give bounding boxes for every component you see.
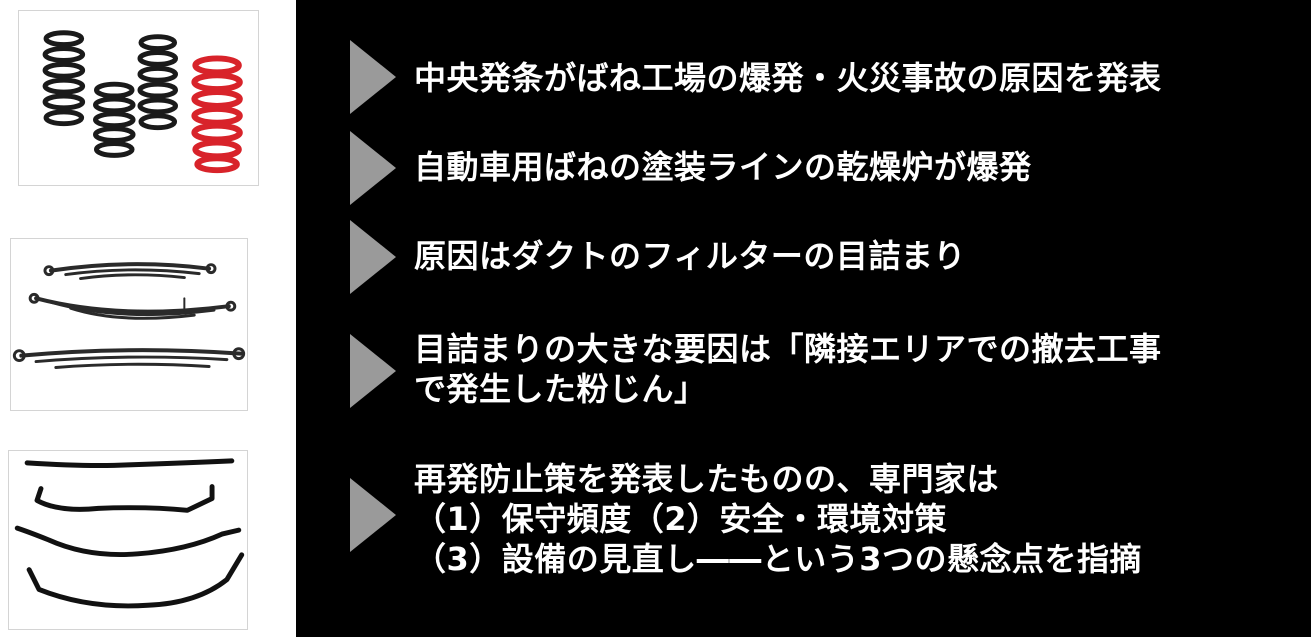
bullet-5-line-2: （1）保守頻度（2）安全・環境対策 bbox=[414, 500, 948, 538]
leaf-spring-1 bbox=[43, 262, 217, 281]
bullet-2-line-1: 自動車用ばねの塗装ラインの乾燥炉が爆発 bbox=[414, 148, 1032, 186]
leaf-spring-2 bbox=[28, 292, 237, 320]
bullet-arrow-icon bbox=[350, 334, 396, 408]
red-spring bbox=[191, 55, 243, 174]
bullet-arrow-icon bbox=[350, 220, 396, 294]
bullet-5-text: 再発防止策を発表したものの、専門家は （1）保守頻度（2）安全・環境対策 （3）… bbox=[414, 459, 1142, 579]
stabilizer-bars-photo bbox=[8, 450, 248, 630]
bullet-1-line-1: 中央発条がばね工場の爆発・火災事故の原因を発表 bbox=[414, 59, 1162, 97]
bullet-4-text: 目詰まりの大きな要因は「隣接エリアでの撤去工事 で発生した粉じん」 bbox=[414, 329, 1162, 409]
bullet-2-text: 自動車用ばねの塗装ラインの乾燥炉が爆発 bbox=[414, 147, 1032, 187]
bullet-3-text: 原因はダクトのフィルターの目詰まり bbox=[414, 236, 966, 276]
photo-column bbox=[0, 0, 296, 637]
bullet-arrow-icon bbox=[350, 40, 396, 114]
bullet-3-line-1: 原因はダクトのフィルターの目詰まり bbox=[414, 237, 966, 275]
black-spring-3 bbox=[137, 34, 179, 131]
bullet-5-line-1: 再発防止策を発表したものの、専門家は bbox=[414, 460, 1000, 498]
bullet-4-line-1: 目詰まりの大きな要因は「隣接エリアでの撤去工事 bbox=[414, 330, 1162, 368]
coil-springs-image bbox=[42, 30, 243, 174]
leaf-springs-photo bbox=[10, 238, 248, 411]
bullet-arrow-icon bbox=[350, 131, 396, 205]
stabilizer-bars-image bbox=[14, 458, 245, 609]
bullet-4-line-2: で発生した粉じん」 bbox=[414, 370, 707, 408]
coil-springs-photo bbox=[18, 10, 259, 186]
stabilizer-bar-2 bbox=[34, 484, 215, 513]
stabilizer-bar-3 bbox=[14, 525, 242, 558]
stabilizer-bar-4 bbox=[26, 552, 245, 609]
black-spring-2 bbox=[93, 81, 136, 158]
bullet-1-text: 中央発条がばね工場の爆発・火災事故の原因を発表 bbox=[414, 58, 1162, 98]
leaf-springs-image bbox=[12, 262, 246, 369]
black-spring-1 bbox=[42, 30, 86, 127]
leaf-spring-3 bbox=[12, 347, 246, 369]
stabilizer-bar-1 bbox=[24, 458, 235, 468]
content-panel: 中央発条がばね工場の爆発・火災事故の原因を発表 自動車用ばねの塗装ラインの乾燥炉… bbox=[296, 0, 1311, 637]
bullet-5-line-3: （3）設備の見直し――という3つの懸念点を指摘 bbox=[414, 540, 1143, 578]
bullet-arrow-icon bbox=[350, 478, 396, 552]
